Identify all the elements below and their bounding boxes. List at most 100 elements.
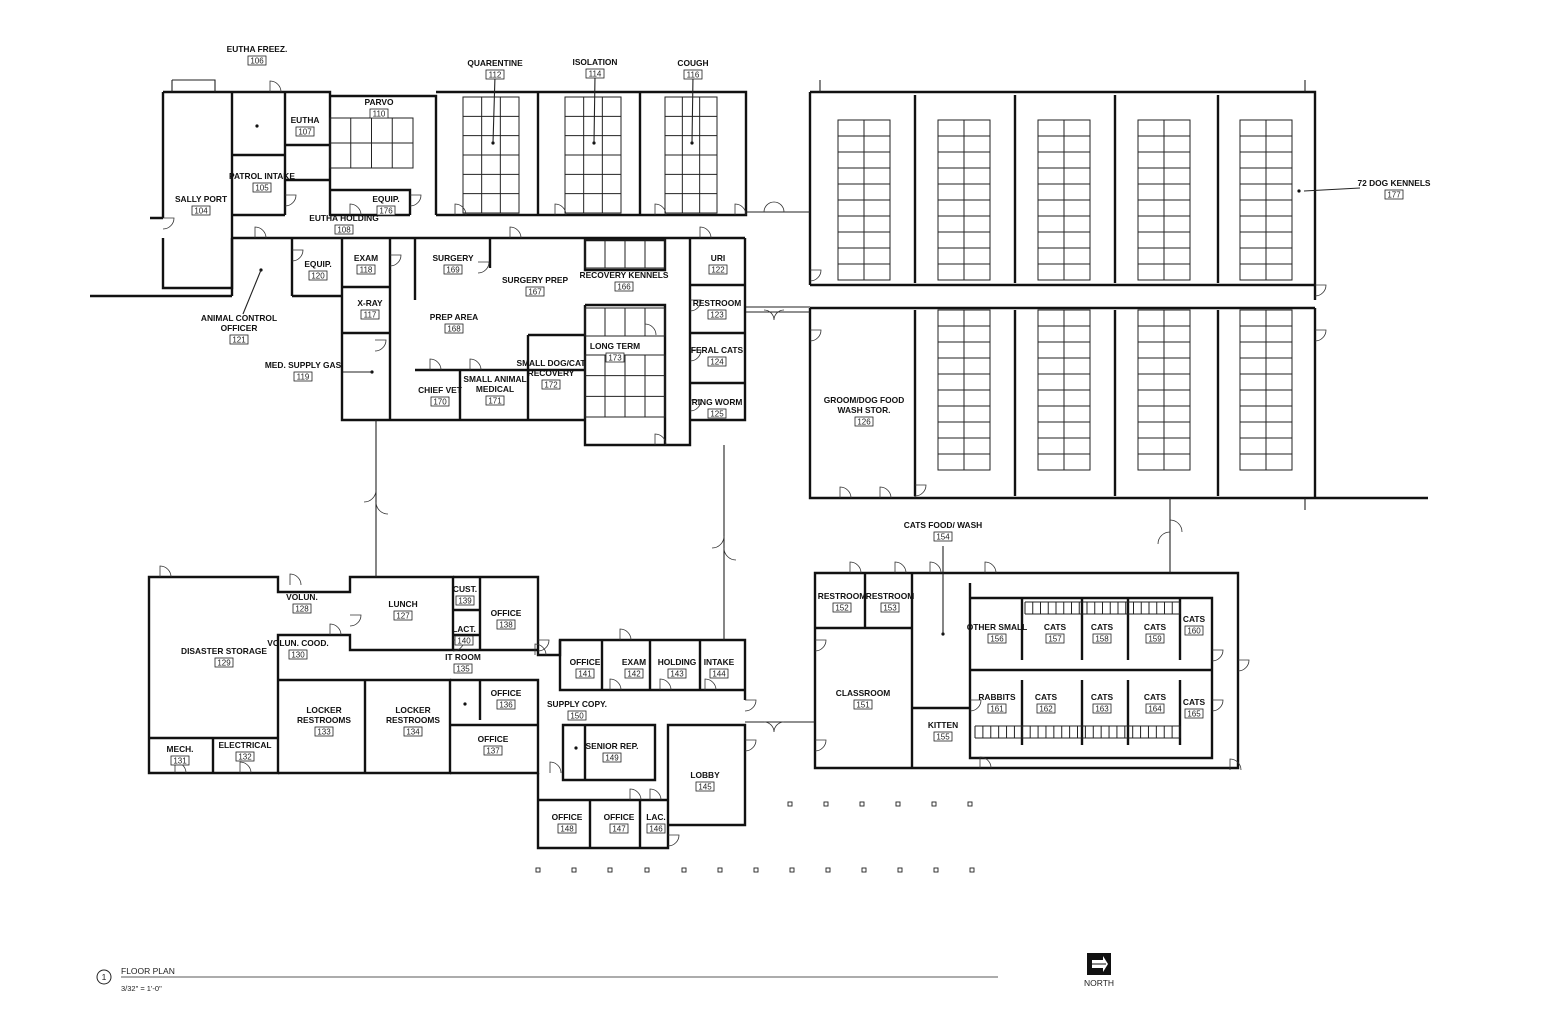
- room-number: 163: [1095, 705, 1109, 714]
- room-number: 118: [360, 266, 373, 275]
- room-number: 161: [990, 705, 1004, 714]
- room-name: SURGERY PREP: [502, 275, 569, 285]
- room-label-130: VOLUN. COOD.130: [267, 638, 328, 660]
- room-number: 117: [364, 311, 377, 320]
- room-name: URI: [711, 253, 725, 263]
- column-marker: [681, 867, 687, 873]
- dog-runs-south-3: [1137, 309, 1191, 471]
- room-name: OFFICE: [604, 812, 635, 822]
- room-name: PARVO: [364, 97, 393, 107]
- room-number: 124: [710, 358, 724, 367]
- door-swing: [554, 203, 567, 216]
- room-name: EUTHA HOLDING: [309, 213, 378, 223]
- room-number: 141: [578, 670, 592, 679]
- room-number: 144: [712, 670, 726, 679]
- room-label-108: EUTHA HOLDING 108: [309, 213, 378, 235]
- door-swing: [609, 678, 622, 691]
- room-name: SMALL ANIMAL: [463, 374, 526, 384]
- room-number: 165: [1187, 710, 1201, 719]
- door-swing: [879, 486, 892, 499]
- room-number: 123: [710, 311, 724, 320]
- door-swing: [629, 788, 642, 801]
- room-name: CATS: [1144, 692, 1167, 702]
- door-swing: [649, 788, 662, 801]
- column-marker: [825, 867, 831, 873]
- room-name: EQUIP.: [304, 259, 331, 269]
- room-name: CATS: [1035, 692, 1058, 702]
- room-name: RECOVERY KENNELS: [580, 270, 669, 280]
- room-name: RESTROOM: [818, 591, 866, 601]
- room-name: RING WORM: [692, 397, 743, 407]
- door-swing: [914, 484, 927, 497]
- room-number: 151: [856, 701, 870, 710]
- column-marker: [969, 867, 975, 873]
- room-name: X-RAY: [357, 298, 383, 308]
- room-number: 149: [605, 754, 619, 763]
- cat-cages-north: [1024, 601, 1181, 615]
- door-swing: [744, 699, 757, 712]
- room-name: EUTHA FREEZ.: [227, 44, 288, 54]
- room-name: LOBBY: [690, 770, 720, 780]
- door-swing: [979, 756, 992, 769]
- walls-cat-building: [745, 498, 1240, 770]
- room-number: 152: [835, 604, 849, 613]
- room-label-120: EQUIP.120: [304, 259, 331, 281]
- isolation-cages: [564, 96, 622, 214]
- room-name: CHIEF VET: [418, 385, 463, 395]
- column-marker: [931, 801, 937, 807]
- column-marker: [535, 867, 541, 873]
- room-label-128: VOLUN.128: [286, 592, 318, 614]
- room-name: MEDICAL: [476, 384, 514, 394]
- door-swing: [689, 299, 702, 312]
- room-name: SUPPLY COPY.: [547, 699, 607, 709]
- door-swing: [289, 573, 302, 586]
- room-number: 177: [1387, 191, 1401, 200]
- room-name: INTAKE: [704, 657, 735, 667]
- room-number: 147: [612, 825, 626, 834]
- room-name: GROOM/DOG FOOD: [824, 395, 905, 405]
- door-swing: [1211, 649, 1224, 662]
- door-swing: [429, 358, 442, 371]
- room-number: 148: [560, 825, 574, 834]
- room-markers: [242, 75, 1361, 750]
- door-swing: [659, 678, 672, 691]
- room-number: 153: [883, 604, 897, 613]
- room-number: 166: [617, 283, 631, 292]
- drawing-title: FLOOR PLAN: [121, 966, 175, 976]
- room-label-152: RESTROOM 152: [818, 591, 866, 613]
- door-swing: [619, 628, 632, 641]
- room-number: 155: [936, 733, 950, 742]
- room-name: LONG TERM: [590, 341, 640, 351]
- room-name: RESTROOMS: [297, 715, 351, 725]
- dog-runs-south-1: [937, 309, 991, 471]
- room-number: 108: [337, 226, 351, 235]
- room-number: 167: [528, 288, 542, 297]
- door-swing: [929, 561, 942, 574]
- room-number: 133: [317, 728, 331, 737]
- room-name: CATS: [1091, 622, 1114, 632]
- room-number: 121: [232, 336, 246, 345]
- cat-cages-south: [974, 725, 1181, 739]
- room-number: 160: [1187, 627, 1201, 636]
- room-name: EUTHA: [291, 115, 320, 125]
- column-marker: [897, 867, 903, 873]
- door-swing: [374, 339, 387, 352]
- door-swing: [667, 834, 680, 847]
- kennel-grids: [329, 95, 1293, 739]
- room-number: 106: [250, 57, 264, 66]
- door-swing: [1314, 284, 1327, 297]
- room-label-140: LACT.140: [452, 624, 476, 646]
- door-swing: [537, 639, 550, 652]
